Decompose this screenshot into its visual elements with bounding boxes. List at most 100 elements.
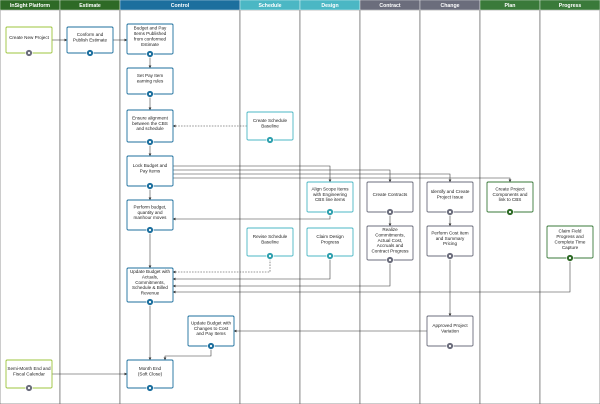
box-label-line: Create Contracts	[373, 192, 408, 197]
box-label-line: Pay Items	[140, 169, 161, 174]
lane-intight: InSight Platform	[0, 0, 61, 404]
box-label-line: Lock Budget and	[133, 163, 168, 168]
box-label-line: Commitments,	[375, 232, 405, 237]
box-label-line: and schedule	[136, 126, 164, 131]
box-label-line: Capture	[562, 245, 579, 250]
edge-lock-budget-pay-items-to-create-project-components	[173, 177, 512, 183]
badge-dot-icon	[448, 344, 452, 348]
process-box-create-new-project[interactable]: Create New Project	[5, 26, 53, 57]
badge-dot-icon	[148, 300, 152, 304]
box-label-line: manhour moves	[134, 215, 168, 220]
box-label-line: Claim Design	[316, 234, 344, 239]
box-label-line: Update Budget with	[130, 269, 171, 274]
box-label-line: Set Pay Item	[137, 73, 163, 78]
process-box-month-end[interactable]: Month End(Soft Close)	[126, 359, 174, 392]
box-label-line: Project Issue	[437, 195, 464, 200]
box-label-line: Align Scope Items	[311, 186, 349, 191]
badge-dot-icon	[209, 344, 213, 348]
box-label-line: Approved Project	[432, 323, 468, 328]
box-label-line: Actual Cost,	[378, 238, 403, 243]
box-label-line: between the CBS	[132, 121, 168, 126]
process-box-create-contracts[interactable]: Create Contracts	[366, 181, 414, 216]
lane-title-design: Design	[321, 3, 338, 9]
box-label-line: Baseline	[261, 240, 279, 245]
box-label-line: Create Project	[495, 186, 525, 191]
box-label-line: earning rules	[137, 79, 164, 84]
box-label-line: from conformed	[134, 37, 167, 42]
box-label-line: CBS line items	[315, 197, 346, 202]
badge-dot-icon	[268, 138, 272, 142]
badge-dot-icon	[508, 210, 512, 214]
box-label-line: and Pay Items	[196, 331, 226, 336]
edge-update-budget-changes-to-month-end	[163, 346, 212, 361]
box-label-line: Month End	[139, 366, 162, 371]
box-label-line: Contract Progress	[371, 249, 409, 254]
box-label-line: Accruals and	[377, 243, 404, 248]
box-label-line: Progress and	[556, 234, 584, 239]
box-label-line: Revise Schedule	[253, 234, 288, 239]
badge-dot-icon	[448, 210, 452, 214]
box-label-line: Actuals,	[142, 274, 158, 279]
box-label-line: Ensure alignment	[132, 115, 168, 120]
lane-schedule: Schedule	[239, 0, 301, 404]
badge-dot-icon	[328, 210, 332, 214]
box-label-line: Semi-Month End and	[7, 366, 51, 371]
badge-dot-icon	[328, 254, 332, 258]
lane-title-change: Change	[440, 3, 459, 9]
badge-dot-icon	[388, 258, 392, 262]
box-label-line: and Summary	[436, 236, 465, 241]
edge-claim-design-progress-to-update-budget-actuals	[172, 256, 331, 281]
lane-title-intight: InSight Platform	[10, 3, 50, 9]
lane-body-estimate	[59, 9, 121, 404]
box-label-line: Components and	[493, 192, 528, 197]
box-label-line: Pricing	[443, 241, 457, 246]
box-label-line: Items Published	[134, 31, 167, 36]
lane-title-plan: Plan	[505, 3, 516, 9]
badge-dot-icon	[88, 51, 92, 55]
box-label-line: Perform Cost Item	[431, 230, 468, 235]
box-label-line: link to CBS	[499, 197, 522, 202]
box-label-line: Schedule & Billed	[132, 285, 168, 290]
lane-header-progress	[539, 0, 600, 11]
box-label-line: Create New Project	[9, 35, 50, 40]
box-frame	[5, 26, 53, 54]
lane-body-schedule	[239, 9, 301, 404]
box-label-line: with Engineering	[313, 192, 347, 197]
badge-dot-icon	[568, 256, 572, 260]
badge-dot-icon	[27, 386, 31, 390]
lane-body-intight	[0, 9, 61, 404]
lane-body-progress	[539, 9, 600, 404]
box-label-line: Changes to Cost	[194, 326, 229, 331]
edge-realize-commitments-to-update-budget-actuals	[172, 260, 391, 288]
lane-title-estimate: Estimate	[79, 3, 101, 9]
edge-lock-budget-pay-items-to-align-scope-items	[173, 165, 332, 183]
lane-title-contract: Contract	[379, 3, 401, 9]
box-label-line: Perform budget,	[134, 204, 167, 209]
lane-title-schedule: Schedule	[258, 3, 281, 9]
box-label-line: Commitments,	[135, 280, 165, 285]
badge-dot-icon	[448, 254, 452, 258]
box-label-line: (Soft Close)	[138, 372, 163, 377]
badge-dot-icon	[148, 184, 152, 188]
process-box-update-budget-actuals[interactable]: Update Budget withActuals,Commitments,Sc…	[126, 267, 174, 306]
box-label-line: Identify and Create	[431, 189, 470, 194]
